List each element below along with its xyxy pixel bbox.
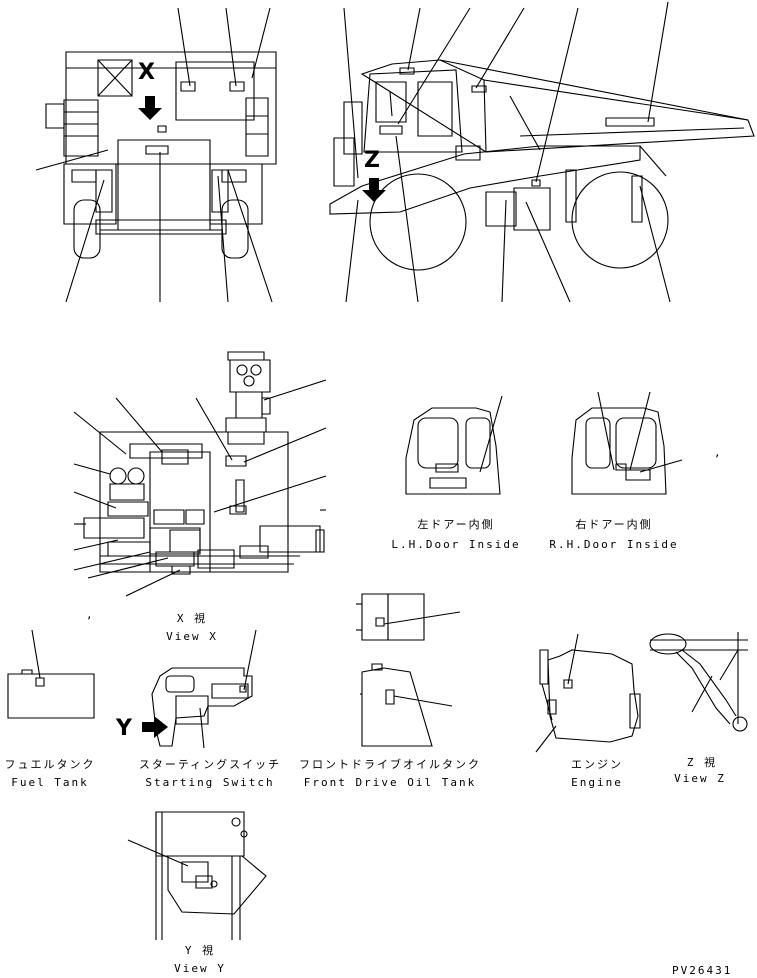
view-x-marker: X <box>138 60 155 85</box>
truck-side-view <box>330 2 754 302</box>
engine-caption-en: Engine <box>571 776 623 789</box>
view-y-caption-jp: Y 視 <box>184 944 216 957</box>
engine-caption-jp: エンジン <box>571 758 623 771</box>
starting-switch-caption-jp: スターティングスイッチ <box>138 758 282 771</box>
view-z-caption-en: View Z <box>674 772 726 785</box>
lh-door-figure <box>406 396 502 494</box>
engine-figure <box>536 634 640 752</box>
fuel-tank-figure <box>8 630 94 718</box>
starting-switch-figure <box>142 630 256 748</box>
view-x-panel <box>74 352 326 596</box>
stray-mark-left: , <box>86 608 95 621</box>
truck-front-view <box>36 8 276 302</box>
starting-switch-caption-en: Starting Switch <box>145 776 275 789</box>
front-drive-oil-tank-figure <box>356 594 460 746</box>
rh-door-figure <box>572 392 682 494</box>
view-z-figure <box>650 632 748 731</box>
view-y-caption-en: View Y <box>174 962 226 975</box>
view-z-marker: Z <box>364 148 380 173</box>
fuel-tank-caption-en: Fuel Tank <box>11 776 89 789</box>
rh-door-caption-en: R.H.Door Inside <box>549 538 679 551</box>
view-z-caption-jp: Z 視 <box>686 756 718 769</box>
view-x-caption-jp: X 視 <box>176 612 208 625</box>
rh-door-caption-jp: 右ドアー内側 <box>575 518 653 531</box>
front-drive-caption-jp: フロントドライブオイルタンク <box>299 758 481 771</box>
fuel-tank-caption-jp: フュエルタンク <box>4 758 96 771</box>
lh-door-caption-jp: 左ドアー内側 <box>417 518 495 531</box>
drawing-number: PV26431 <box>672 964 733 977</box>
front-drive-caption-en: Front Drive Oil Tank <box>303 776 477 789</box>
view-y-figure <box>128 812 266 940</box>
stray-mark-right: , <box>714 446 723 459</box>
view-x-caption-en: View X <box>166 630 218 643</box>
lh-door-caption-en: L.H.Door Inside <box>391 538 521 551</box>
view-y-marker: Y <box>116 716 132 741</box>
